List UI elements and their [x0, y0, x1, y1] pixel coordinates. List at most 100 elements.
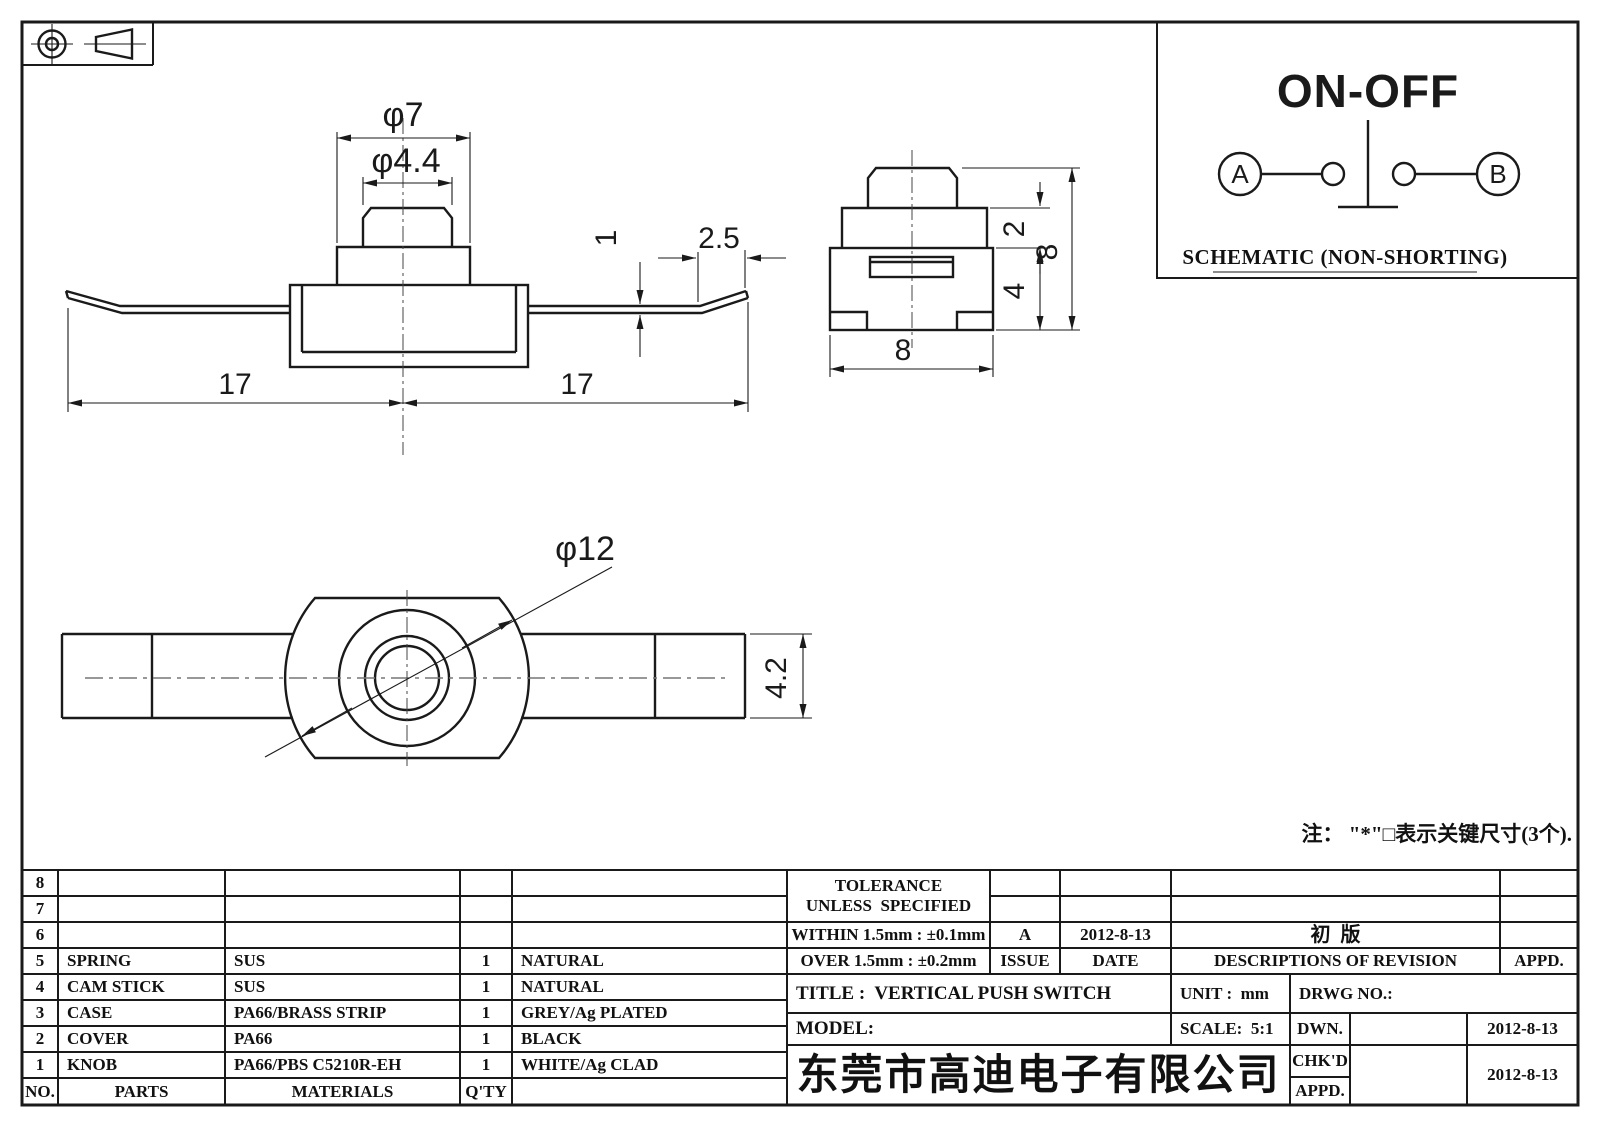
front-view: φ7 φ4.4 1 2.5 17 17 — [64, 96, 786, 455]
bom-no: 7 — [35, 899, 45, 919]
dim-phi7: φ7 — [383, 96, 424, 134]
schematic-title: ON-OFF — [1277, 65, 1459, 117]
bom-header-color — [512, 1078, 787, 1105]
dim-phi44: φ4.4 — [371, 142, 440, 180]
bom-part — [58, 896, 225, 922]
dim-tip-length: 2.5 — [698, 222, 740, 255]
case-outline — [288, 283, 530, 369]
dim-phi12: φ12 — [555, 530, 615, 568]
bom-no: 8 — [35, 873, 45, 893]
dim-width-8: 8 — [895, 334, 912, 367]
bom-qty: 1 — [481, 1055, 491, 1075]
bom-qty — [460, 922, 512, 948]
bom-material — [225, 896, 460, 922]
bom-part: CAM STICK — [67, 977, 165, 997]
bom-material: SUS — [234, 951, 266, 971]
bom-no: 2 — [35, 1029, 45, 1049]
tolerance-subtitle: UNLESS SPECIFIED — [805, 896, 972, 915]
contact-right-circle — [1391, 161, 1417, 187]
bom-header-parts: PARTS — [114, 1081, 169, 1101]
bom-no: 5 — [35, 951, 45, 971]
bottom-view: φ12 4.2 — [60, 530, 812, 766]
terminal-b-circle — [1475, 151, 1521, 197]
bom-color — [512, 870, 787, 896]
right-lead — [528, 289, 750, 315]
bom-color: NATURAL — [521, 977, 604, 997]
chkd-label: CHK'D — [1292, 1051, 1348, 1071]
bom-qty: 1 — [481, 1029, 491, 1049]
dim-step-2: 2 — [998, 221, 1031, 238]
dim-strip-42: 4.2 — [760, 657, 793, 699]
dwn-date: 2012-8-13 — [1487, 1019, 1558, 1039]
dim-left-17: 17 — [218, 368, 251, 401]
bom-part — [58, 870, 225, 896]
terminal-b-label: B — [1489, 159, 1506, 189]
bom-material — [225, 870, 460, 896]
terminal-a-label: A — [1231, 159, 1249, 189]
strip-outline — [60, 632, 747, 720]
bom-material: PA66/BRASS STRIP — [234, 1003, 387, 1023]
side-knob-outline — [866, 166, 959, 208]
bom-color: BLACK — [521, 1029, 582, 1049]
revision-desc-value: 初 版 — [1310, 923, 1361, 946]
projection-symbol-box — [22, 22, 154, 66]
revision-date-value: 2012-8-13 — [1080, 925, 1151, 945]
bom-no: 6 — [35, 925, 45, 945]
bom-qty: 1 — [481, 977, 491, 997]
bom-qty — [460, 896, 512, 922]
dim-height-8: 8 — [1031, 244, 1064, 261]
tolerance-over: OVER 1.5mm : ±0.2mm — [800, 951, 977, 971]
revision-desc-label: DESCRIPTIONS OF REVISION — [1213, 951, 1458, 971]
bom-material — [225, 922, 460, 948]
actuator-bar — [1338, 120, 1398, 209]
bom-material: PA66 — [234, 1029, 273, 1049]
dwn-label: DWN. — [1297, 1019, 1343, 1039]
unit-field: UNIT : mm — [1180, 983, 1269, 1003]
side-body-outline — [828, 246, 995, 332]
contact-left-circle — [1320, 161, 1346, 187]
bom-header-materials: MATERIALS — [291, 1081, 394, 1101]
bom-material: PA66/PBS C5210R-EH — [234, 1055, 402, 1075]
tolerance-title: TOLERANCE — [834, 876, 943, 896]
revision-date-label: DATE — [1092, 951, 1139, 971]
dim-body-4: 4 — [998, 283, 1031, 300]
bom-no: 3 — [35, 1003, 45, 1023]
bom-color — [512, 922, 787, 948]
bom-part: COVER — [67, 1029, 129, 1049]
bom-color — [512, 896, 787, 922]
bom-material: SUS — [234, 977, 266, 997]
bom-qty: 1 — [481, 951, 491, 971]
knob-outline — [361, 206, 454, 247]
key-dimension-note: 注： "*"□表示关键尺寸(3个). — [1302, 822, 1573, 846]
boss-outline — [283, 596, 531, 760]
bom-part — [58, 922, 225, 948]
revision-appd-label: APPD. — [1514, 951, 1564, 971]
sheet-border — [20, 20, 1580, 1107]
side-view: 2 4 8 8 — [828, 150, 1080, 377]
left-lead — [64, 289, 290, 315]
bom-qty: 1 — [481, 1003, 491, 1023]
revision-issue-value: A — [1018, 925, 1032, 945]
bom-header-qty: Q'TY — [465, 1081, 507, 1101]
bom-part: CASE — [67, 1003, 113, 1023]
tolerance-within: WITHIN 1.5mm : ±0.1mm — [791, 925, 986, 945]
bom-color: NATURAL — [521, 951, 604, 971]
side-step-outline — [840, 206, 989, 248]
bom-part: KNOB — [67, 1055, 118, 1075]
bom-no: 4 — [35, 977, 45, 997]
drwg-no-field: DRWG NO.: — [1299, 983, 1393, 1003]
appd-label: APPD. — [1295, 1081, 1345, 1101]
dim-right-17: 17 — [560, 368, 593, 401]
title-block-grid — [22, 869, 1578, 1105]
chk-date: 2012-8-13 — [1487, 1065, 1558, 1085]
bom-header-no: NO. — [25, 1081, 55, 1101]
schematic-caption: SCHEMATIC (NON-SHORTING) — [1182, 245, 1507, 269]
cone-projection-icon — [94, 28, 134, 60]
dim-lead-thickness: 1 — [590, 230, 623, 247]
drawing-title: TITLE : VERTICAL PUSH SWITCH — [796, 982, 1112, 1004]
model-field: MODEL: — [796, 1018, 875, 1040]
bom-part: SPRING — [67, 951, 132, 971]
bom-qty — [460, 870, 512, 896]
